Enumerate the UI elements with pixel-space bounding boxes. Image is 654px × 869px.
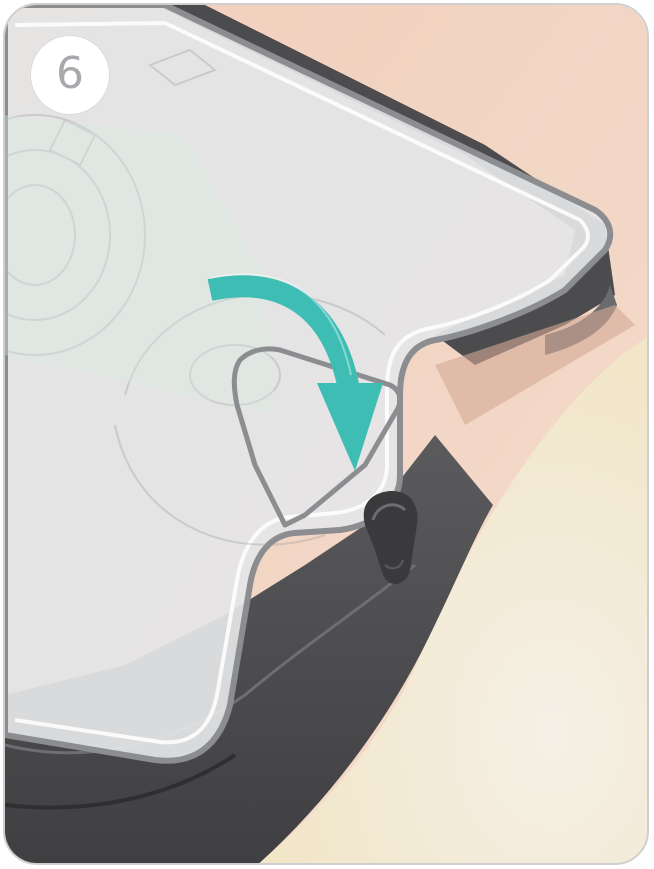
instruction-card: 6: [3, 3, 649, 865]
lid-hinge-illustration: [5, 5, 649, 865]
step-badge: 6: [31, 36, 109, 114]
step-number: 6: [56, 52, 84, 96]
